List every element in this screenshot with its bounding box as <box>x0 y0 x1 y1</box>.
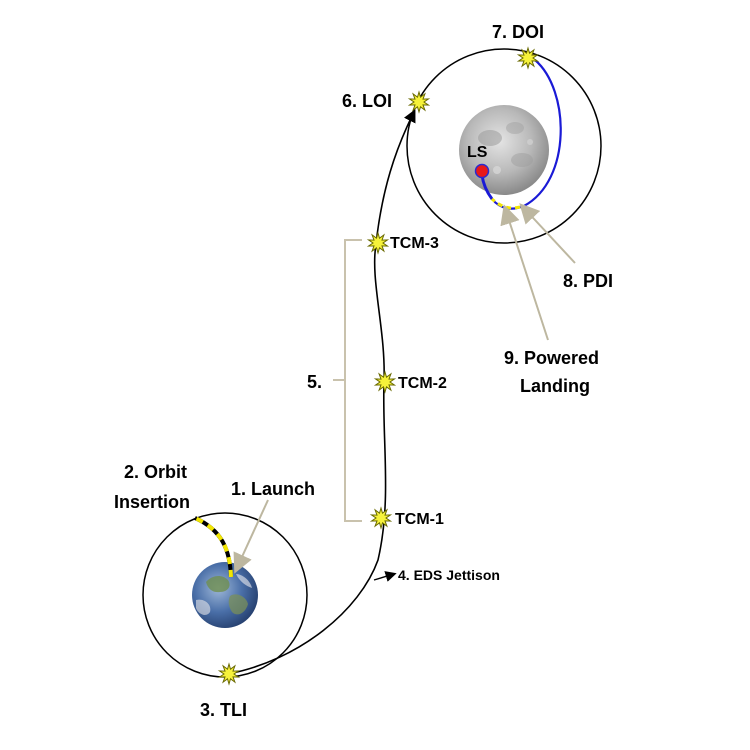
tli-burst-icon <box>217 662 241 686</box>
orbit-insertion-label-line2: Insertion <box>114 492 190 512</box>
pdi-callout-arrow <box>519 203 576 264</box>
loi-label: 6. LOI <box>342 91 392 111</box>
eds-jettison-label: 4. EDS Jettison <box>398 567 500 583</box>
loi-burst-icon <box>407 90 431 114</box>
landing-site-marker <box>474 163 490 179</box>
tcm3-burst-icon <box>366 231 390 255</box>
lunar-orbit <box>406 48 602 244</box>
launch-callout-arrow <box>233 499 269 574</box>
powered-landing-label-line1: 9. Powered <box>504 348 599 368</box>
tcm1-label: TCM-1 <box>395 511 444 528</box>
eds-jettison-arrow <box>373 571 397 582</box>
powered-landing-label-line2: Landing <box>520 376 590 396</box>
doi-label: 7. DOI <box>492 22 544 42</box>
orbit-insertion-label-line1: 2. Orbit <box>124 462 187 482</box>
tcm-bracket <box>333 239 362 522</box>
tli-label: 3. TLI <box>200 700 247 720</box>
powered-landing-callout-arrow <box>500 204 549 341</box>
tcm2-label: TCM-2 <box>398 375 447 392</box>
tcm3-label: TCM-3 <box>390 235 439 252</box>
landing-site-label: LS <box>467 144 488 161</box>
pdi-label: 8. PDI <box>563 271 613 291</box>
translunar-trajectory <box>227 109 416 675</box>
doi-burst-icon <box>516 46 540 70</box>
launch-label: 1. Launch <box>231 479 315 499</box>
tcm1-burst-icon <box>369 506 393 530</box>
tcm2-burst-icon <box>373 370 397 394</box>
tcm-group-label: 5. <box>307 372 322 392</box>
earth <box>192 562 258 628</box>
